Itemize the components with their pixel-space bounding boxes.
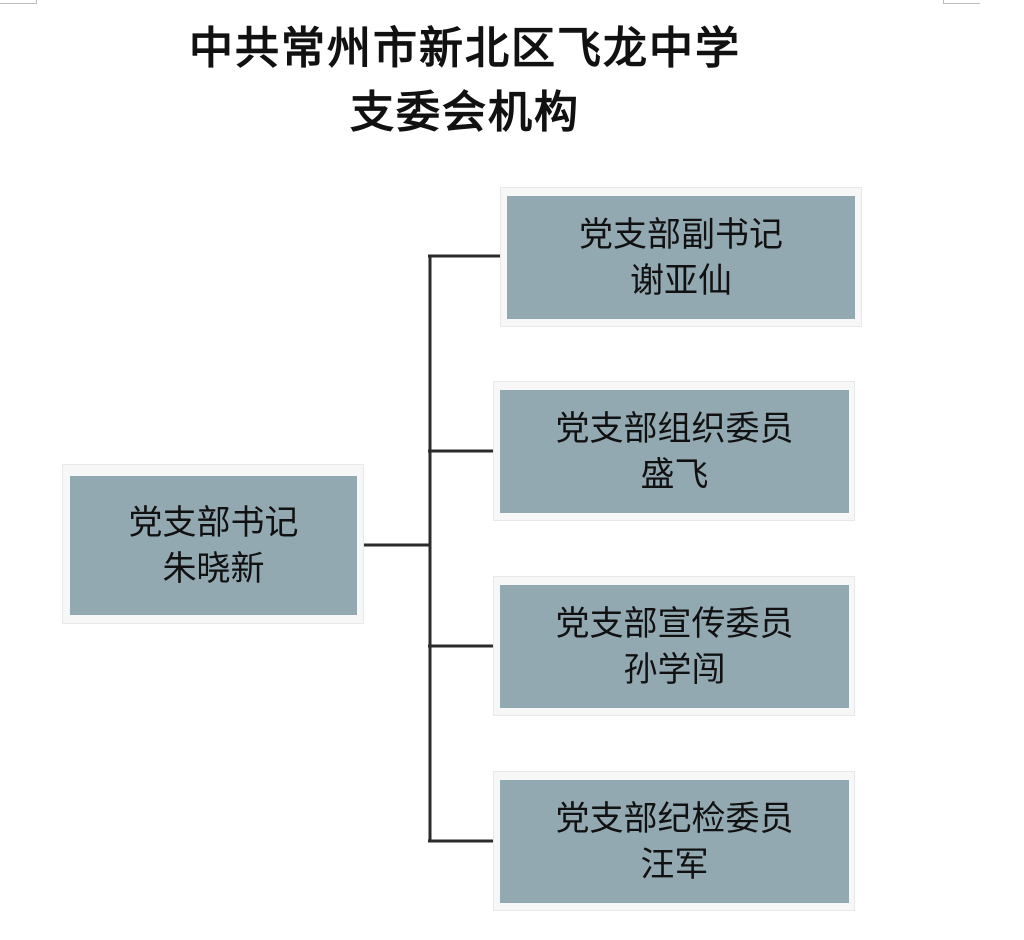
child-2-role: 党支部组织委员 [555, 408, 794, 449]
child-3-role: 党支部宣传委员 [555, 603, 794, 644]
diagram-title-line-2: 支委会机构 [350, 87, 580, 138]
child-2-name: 盛飞 [640, 454, 709, 495]
root-node: 党支部书记 朱晓新 [70, 476, 357, 615]
child-4-name: 汪军 [640, 844, 709, 885]
page-corner-mark-left [0, 0, 37, 4]
child-node-2: 党支部组织委员 盛飞 [500, 390, 849, 513]
child-node-4: 党支部纪检委员 汪军 [500, 780, 849, 903]
diagram-title-line-1: 中共常州市新北区飞龙中学 [189, 23, 741, 74]
child-1-role: 党支部副书记 [579, 214, 783, 255]
root-role: 党支部书记 [128, 502, 299, 543]
child-1-name: 谢亚仙 [630, 260, 732, 301]
child-3-name: 孙学闯 [623, 649, 726, 690]
page-corner-mark-right [943, 0, 980, 4]
root-name: 朱晓新 [162, 548, 265, 589]
child-node-3: 党支部宣传委员 孙学闯 [500, 585, 849, 708]
child-node-1: 党支部副书记 谢亚仙 [507, 196, 855, 319]
child-4-role: 党支部纪检委员 [555, 798, 794, 839]
